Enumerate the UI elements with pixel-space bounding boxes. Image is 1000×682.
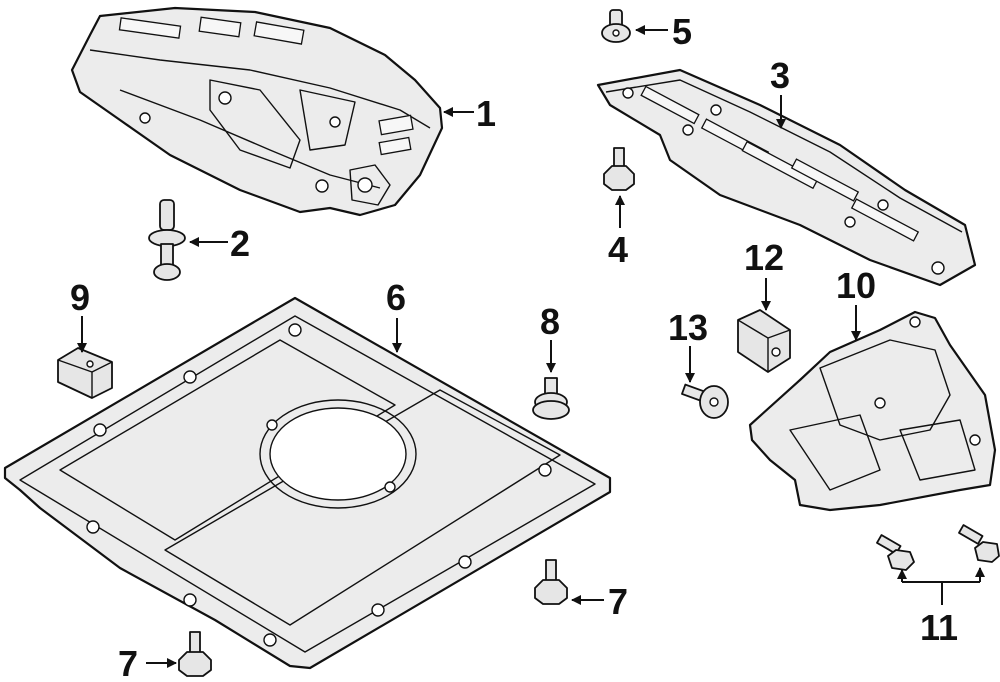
callout-7-bottom: 7 [118, 643, 138, 682]
callout-10: 10 [836, 265, 876, 306]
callout-6: 6 [386, 277, 406, 318]
callout-2: 2 [230, 223, 250, 264]
callout-8: 8 [540, 301, 560, 342]
callout-5: 5 [672, 11, 692, 52]
part-10-side-shield [748, 310, 997, 512]
part-11-bolt-left [876, 534, 915, 571]
callout-1: 1 [476, 93, 496, 134]
part-12-clip [737, 309, 791, 373]
callout-3: 3 [770, 55, 790, 96]
part-7-bolt-right [534, 559, 568, 605]
callout-12: 12 [744, 237, 784, 278]
part-9-clip [57, 347, 113, 399]
part-1-upper-shield [70, 6, 444, 217]
part-6-skid-plate [3, 296, 612, 670]
part-4-bolt [603, 147, 635, 191]
part-3-strip-shield [596, 68, 977, 287]
callout-13: 13 [668, 307, 708, 348]
part-7-bolt-bottom [178, 631, 212, 677]
part-8-bolt [532, 377, 570, 420]
part-11-bolt-right [958, 524, 1000, 563]
callout-7-right: 7 [608, 581, 628, 622]
leader-lines [77, 25, 985, 668]
part-5-screw [601, 9, 631, 43]
callout-9: 9 [70, 277, 90, 318]
part-13-bolt [681, 383, 729, 419]
callout-labels: 1 2 3 4 5 6 7 7 8 9 10 11 12 13 [70, 11, 958, 682]
part-2-push-pin [148, 199, 186, 281]
callout-11: 11 [920, 607, 958, 648]
callout-4: 4 [608, 229, 628, 270]
